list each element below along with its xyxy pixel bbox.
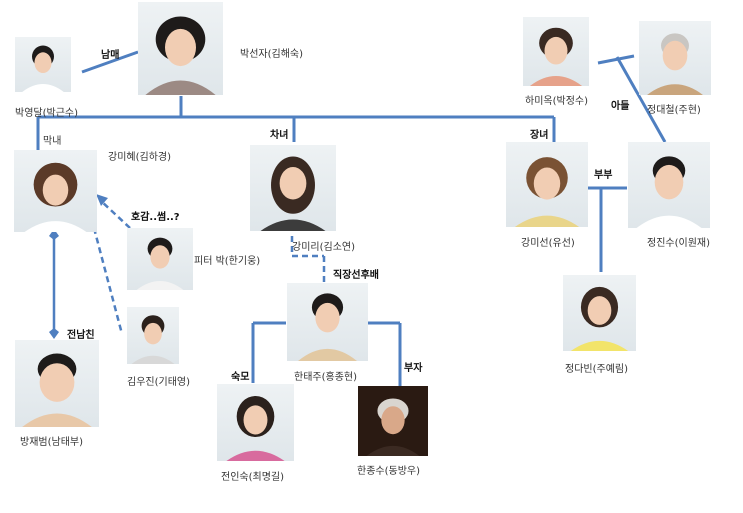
rel-eldest-daughter: 장녀 — [530, 126, 548, 141]
photo-kim-woojin — [127, 307, 179, 364]
person-portrait-icon — [138, 2, 223, 95]
person-portrait-icon — [506, 142, 588, 227]
person-portrait-icon — [523, 17, 589, 86]
person-portrait-icon — [217, 384, 294, 461]
rel-crush: 호감..썸..? — [131, 208, 180, 223]
rel-second-daughter: 차녀 — [270, 126, 288, 141]
photo-jung-jinsu — [628, 142, 710, 228]
rel-siblings: 남매 — [101, 46, 119, 61]
person-portrait-icon — [287, 283, 368, 361]
name-peter-park: 피터 박(한기웅) — [194, 252, 260, 267]
name-bang-jaebeom: 방재범(남태부) — [20, 433, 83, 448]
rel-ex-boyfriend: 전남친 — [67, 326, 95, 341]
name-jung-jinsu: 정진수(이원재) — [647, 234, 710, 249]
photo-kang-miri — [250, 145, 336, 231]
photo-park-youngdal — [15, 37, 71, 92]
rel-father-son: 부자 — [404, 359, 422, 374]
person-portrait-icon — [358, 386, 428, 456]
photo-peter-park — [127, 228, 193, 290]
rel-son: 아들 — [611, 97, 629, 112]
miok-daecheol-line — [598, 56, 634, 63]
photo-jung-dabin — [563, 275, 636, 351]
name-kang-miseon: 강미선(유선) — [521, 234, 575, 249]
crush-line — [100, 200, 130, 228]
photo-jeon-insuk — [217, 384, 294, 461]
photo-kang-miseon — [506, 142, 588, 227]
name-jung-daecheol: 정대철(주현) — [647, 101, 701, 116]
person-portrait-icon — [15, 340, 99, 427]
rel-boss-junior: 직장선후배 — [333, 266, 379, 281]
name-kang-mihye: 강미혜(김하경) — [108, 148, 171, 163]
woojin-line — [94, 228, 122, 334]
photo-han-jongsu — [358, 386, 428, 456]
rel-mother: 숙모 — [231, 368, 249, 383]
person-portrait-icon — [628, 142, 710, 228]
person-portrait-icon — [15, 37, 71, 92]
name-jung-dabin: 정다빈(주예림) — [565, 360, 628, 375]
photo-park-seonja — [138, 2, 223, 95]
photo-han-taeju — [287, 283, 368, 361]
name-han-jongsu: 한종수(동방우) — [357, 462, 420, 477]
ex-bottom-arrow — [49, 328, 59, 339]
person-portrait-icon — [563, 275, 636, 351]
photo-bang-jaebeom — [15, 340, 99, 427]
rel-couple: 부부 — [594, 166, 612, 181]
name-park-seonja: 박선자(김해숙) — [240, 45, 303, 60]
name-kang-miri: 강미리(김소연) — [292, 238, 355, 253]
person-portrait-icon — [127, 307, 179, 364]
name-jeon-insuk: 전인숙(최명길) — [221, 468, 284, 483]
person-portrait-icon — [14, 150, 97, 232]
name-park-youngdal: 박영달(박근수) — [15, 104, 78, 119]
person-portrait-icon — [127, 228, 193, 290]
photo-kang-mihye — [14, 150, 97, 232]
name-han-taeju: 한태주(홍종현) — [294, 368, 357, 383]
name-ha-miok: 하미옥(박정수) — [525, 92, 588, 107]
person-portrait-icon — [639, 21, 711, 95]
photo-jung-daecheol — [639, 21, 711, 95]
rel-youngest: 막내 — [43, 132, 61, 147]
person-portrait-icon — [250, 145, 336, 231]
name-kim-woojin: 김우진(기태영) — [127, 373, 190, 388]
photo-ha-miok — [523, 17, 589, 86]
